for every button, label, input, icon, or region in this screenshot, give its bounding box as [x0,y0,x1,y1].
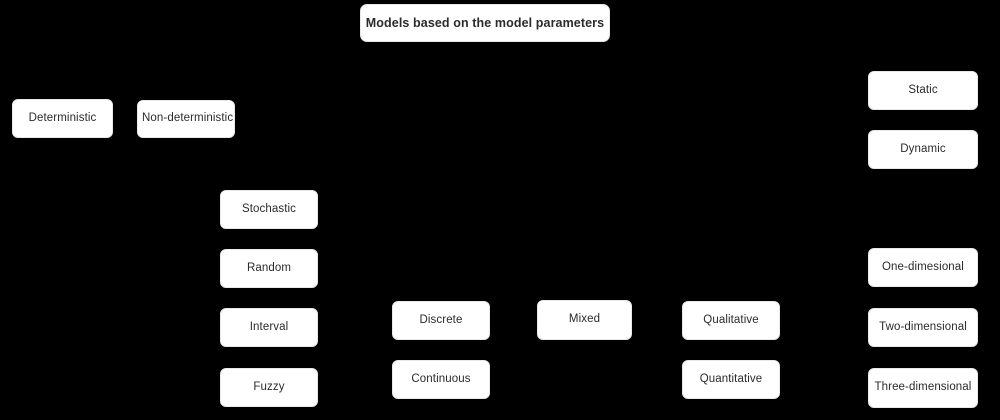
diagram-node-deterministic[interactable]: Deterministic [12,99,113,138]
diagram-node-two-dimensional[interactable]: Two-dimensional [868,308,978,347]
diagram-node-label-fuzzy: Fuzzy [253,380,285,393]
diagram-node-label-two-dimensional: Two-dimensional [879,320,967,333]
diagram-node-one-dimesional[interactable]: One-dimesional [868,248,978,287]
diagram-node-interval[interactable]: Interval [220,308,318,347]
diagram-node-label-continuous: Continuous [411,372,471,385]
diagram-node-label-three-dimensional: Three-dimensional [874,381,972,394]
diagram-node-stochastic[interactable]: Stochastic [220,190,318,229]
diagram-node-mixed[interactable]: Mixed [537,300,632,340]
diagram-node-label-discrete: Discrete [419,313,463,326]
diagram-node-label-non-deterministic: Non-deterministic [142,112,234,125]
diagram-node-qualitative[interactable]: Qualitative [682,301,780,340]
diagram-node-label-quantitative: Quantitative [699,372,763,385]
diagram-node-static[interactable]: Static [868,71,978,110]
diagram-node-fuzzy[interactable]: Fuzzy [220,368,318,407]
diagram-node-continuous[interactable]: Continuous [392,360,490,399]
diagram-node-discrete[interactable]: Discrete [392,301,490,340]
diagram-node-label-qualitative: Qualitative [703,313,759,326]
diagram-node-non-deterministic[interactable]: Non-deterministic [137,100,235,138]
diagram-node-three-dimensional[interactable]: Three-dimensional [868,368,978,408]
diagram-node-label-deterministic: Deterministic [28,111,97,124]
diagram-node-random[interactable]: Random [220,249,318,288]
diagram-node-label-mixed: Mixed [568,313,601,326]
diagram-node-quantitative[interactable]: Quantitative [682,360,780,399]
diagram-root-node-label: Models based on the model parameters [365,15,605,30]
diagram-root-node[interactable]: Models based on the model parameters [360,4,610,42]
diagram-node-label-random: Random [246,261,292,274]
diagram-node-label-dynamic: Dynamic [900,142,946,155]
diagram-node-label-stochastic: Stochastic [241,202,297,215]
diagram-node-label-interval: Interval [249,320,289,333]
diagram-node-dynamic[interactable]: Dynamic [868,130,978,169]
diagram-node-label-static: Static [908,83,938,96]
diagram-node-label-one-dimesional: One-dimesional [882,260,964,273]
